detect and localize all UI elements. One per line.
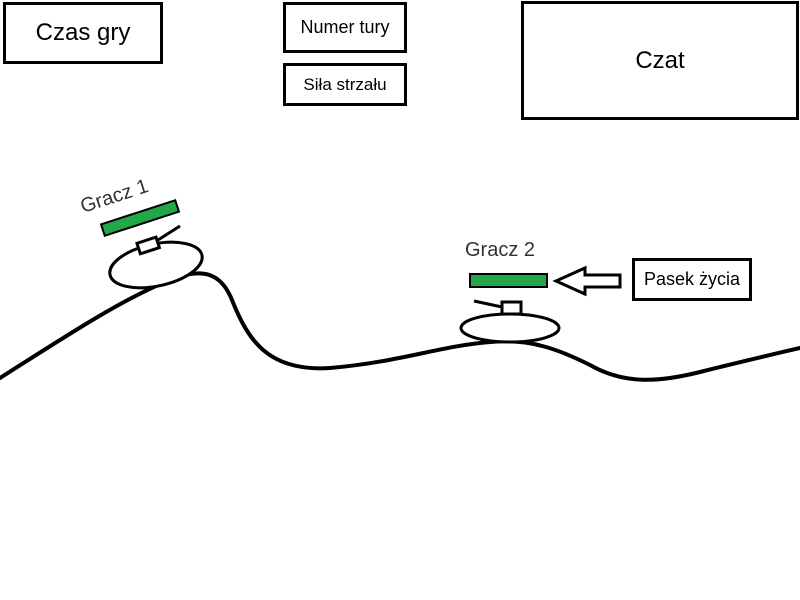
player-2-tank-body — [459, 312, 561, 344]
player-2-tank[interactable] — [459, 299, 561, 344]
player-1-tank-turret — [135, 235, 162, 256]
game-time-panel: Czas gry — [3, 2, 163, 64]
terrain-line — [0, 271, 800, 382]
player-2-name-label: Gracz 2 — [465, 239, 535, 261]
shot-power-label: Siła strzału — [303, 74, 387, 94]
player-2-tank-barrel — [473, 299, 503, 309]
player-1-tank[interactable] — [106, 224, 207, 295]
turn-number-label: Numer tury — [300, 17, 390, 37]
health-bar-annotation-label: Pasek życia — [643, 269, 741, 289]
player-2-tank-turret — [500, 300, 523, 316]
health-bar-annotation: Pasek życia — [632, 258, 752, 301]
chat-panel[interactable]: Czat — [521, 1, 799, 120]
game-time-label: Czas gry — [35, 19, 131, 46]
annotation-arrow-icon — [552, 265, 622, 297]
turn-number-panel: Numer tury — [283, 2, 407, 53]
player-1-tank-barrel — [157, 224, 181, 242]
shot-power-panel: Siła strzału — [283, 63, 407, 106]
player-1-health-bar — [99, 198, 181, 238]
player-2-health-bar — [469, 273, 548, 288]
chat-label: Czat — [635, 46, 685, 74]
